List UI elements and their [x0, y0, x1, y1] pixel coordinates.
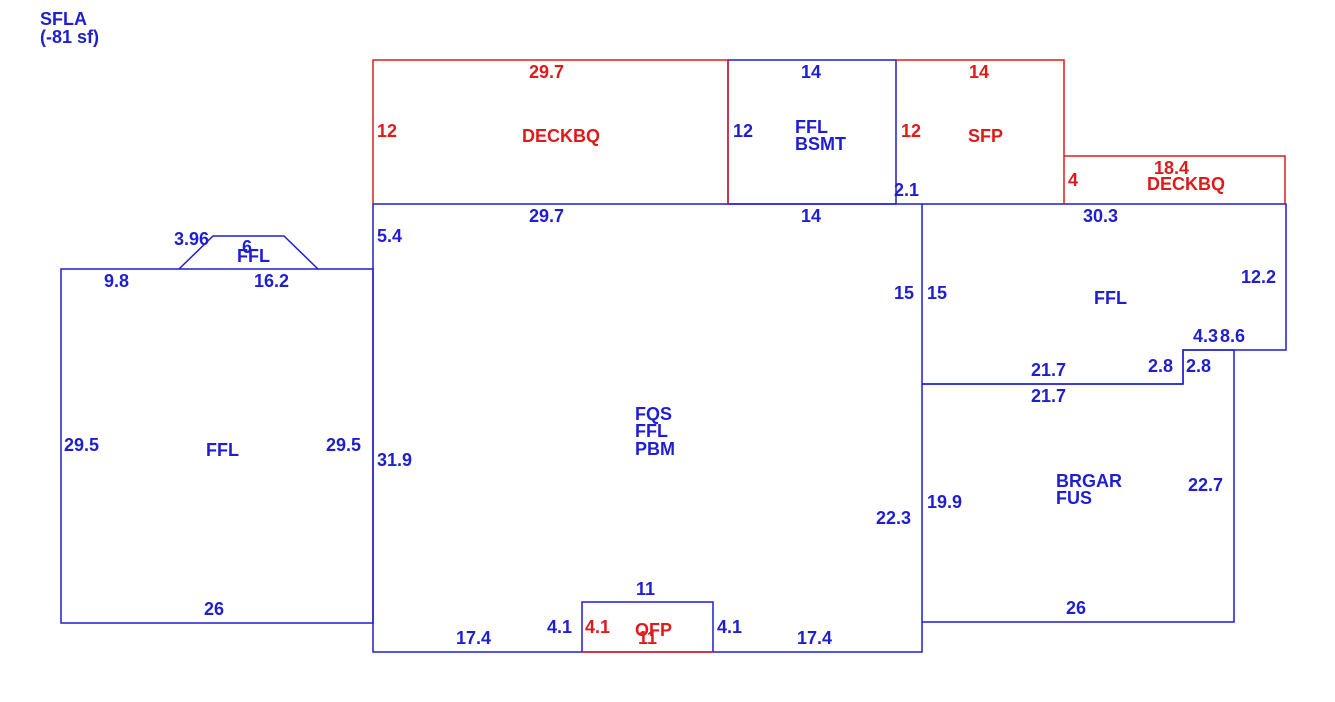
ffl-bsmt-top-dimension: 14 [801, 62, 821, 82]
bump-slope-dimension: 3.96 [174, 229, 209, 249]
sfp-corner-dimension: 2.1 [894, 180, 919, 200]
right-ffl-left-dimension: 15 [927, 283, 947, 303]
bump-name: FFL [237, 246, 270, 266]
ofp-labels: 4.1 OFP 11 [585, 617, 672, 648]
main-name-1: FQS [635, 404, 672, 424]
garage-name-1: BRGAR [1056, 471, 1122, 491]
left-wing-right-dimension: 29.5 [326, 435, 361, 455]
main-inset-left-dimension: 4.1 [547, 617, 572, 637]
main-bottom-left-dimension: 17.4 [456, 628, 491, 648]
main-right-lower-dimension: 22.3 [876, 508, 911, 528]
ofp-bottom-dimension: 11 [638, 628, 657, 648]
garage-step-dimension: 2.8 [1186, 356, 1211, 376]
main-name-2: FFL [635, 421, 668, 441]
ffl-bsmt-name-1: FFL [795, 117, 828, 137]
deck-right-outline [1064, 155, 1286, 204]
right-ffl-step-b-dimension: 8.6 [1220, 326, 1245, 346]
deck-top-left-top-dimension: 29.7 [529, 62, 564, 82]
ofp-inset-outline [581, 601, 714, 652]
deck-right-top-dimension: 18.4 [1154, 158, 1189, 178]
bump-outline [178, 235, 319, 270]
left-wing-labels: 3.96 6 FFL 9.8 16.2 29.5 FFL 29.5 26 [64, 229, 361, 619]
main-top-right-dimension: 14 [801, 206, 821, 226]
left-wing-name: FFL [206, 440, 239, 460]
main-inset-top-dimension: 11 [636, 579, 655, 599]
blue-outlines [60, 59, 1287, 653]
deck-right-left-dimension: 4 [1068, 170, 1078, 190]
main-name-3: PBM [635, 439, 675, 459]
right-ffl-step-c-dimension: 2.8 [1148, 356, 1173, 376]
main-notch-dimension: 5.4 [377, 226, 402, 246]
main-left-dimension: 31.9 [377, 450, 412, 470]
main-inset-right-dimension: 4.1 [717, 617, 742, 637]
deck-right-name: DECKBQ [1147, 174, 1225, 194]
left-wing-left-dimension: 29.5 [64, 435, 99, 455]
right-ffl-bottom-dimension: 21.7 [1031, 360, 1066, 380]
sfp-labels: 14 12 SFP [901, 62, 1003, 146]
ffl-bsmt-labels: 14 12 FFL BSMT 2.1 [733, 62, 919, 200]
deck-top-left-outline [372, 59, 729, 204]
garage-top-dimension: 21.7 [1031, 386, 1066, 406]
ffl-bsmt-name-2: BSMT [795, 134, 846, 154]
deck-top-left-left-dimension: 12 [377, 121, 397, 141]
right-ffl-name: FFL [1094, 288, 1127, 308]
header-line-1: SFLA [40, 9, 87, 29]
left-wing-bottom-dimension: 26 [204, 599, 224, 619]
deck-top-left-labels: 29.7 12 DECKBQ [377, 62, 600, 146]
deck-top-left-name: DECKBQ [522, 126, 600, 146]
red-outlines [372, 59, 1286, 653]
garage-labels: 2.8 21.7 BRGAR FUS 22.7 19.9 26 [927, 356, 1223, 618]
left-wing-top-right-dimension: 16.2 [254, 271, 289, 291]
main-right-upper-dimension: 15 [894, 283, 914, 303]
right-ffl-right-dimension: 12.2 [1241, 267, 1276, 287]
left-wing-top-left-dimension: 9.8 [104, 271, 129, 291]
main-labels: 29.7 14 5.4 FQS FFL PBM 31.9 15 22.3 11 … [377, 206, 914, 648]
sfp-top-dimension: 14 [969, 62, 989, 82]
bump-top-dimension: 6 [242, 237, 252, 257]
garage-outline [922, 349, 1235, 623]
deck-right-labels: 18.4 4 DECKBQ [1068, 158, 1225, 194]
garage-bottom-dimension: 26 [1066, 598, 1086, 618]
garage-left-dimension: 19.9 [927, 492, 962, 512]
sfp-left-dimension: 12 [901, 121, 921, 141]
header-line-2: (-81 sf) [40, 27, 99, 47]
ofp-left-dimension: 4.1 [585, 617, 610, 637]
right-ffl-step-a-dimension: 4.3 [1193, 326, 1218, 346]
right-ffl-top-dimension: 30.3 [1083, 206, 1118, 226]
main-top-left-dimension: 29.7 [529, 206, 564, 226]
ffl-bsmt-left-dimension: 12 [733, 121, 753, 141]
garage-name-2: FUS [1056, 488, 1092, 508]
sfp-name: SFP [968, 126, 1003, 146]
ofp-name: OFP [635, 620, 672, 640]
right-ffl-labels: 30.3 12.2 15 FFL 4.3 8.6 2.8 21.7 [927, 206, 1276, 380]
main-bottom-right-dimension: 17.4 [797, 628, 832, 648]
garage-right-dimension: 22.7 [1188, 475, 1223, 495]
